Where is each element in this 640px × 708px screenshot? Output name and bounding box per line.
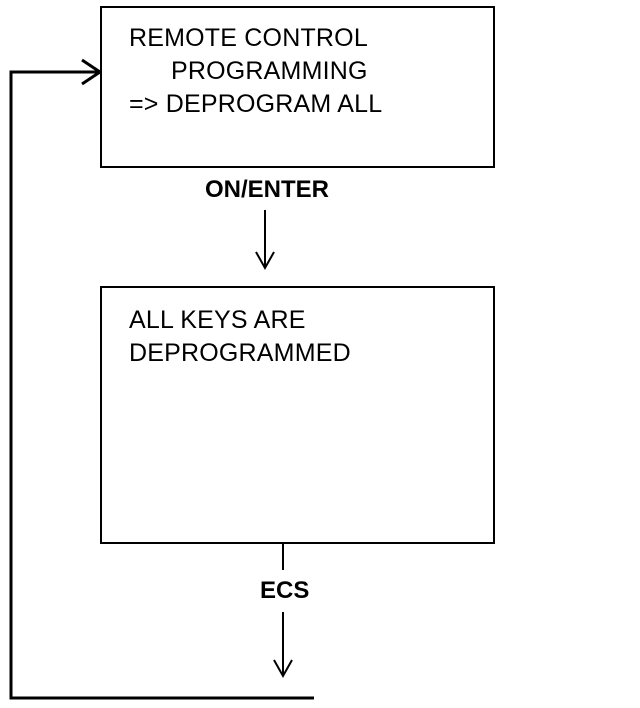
on-enter-key-label: ON/ENTER <box>205 176 330 203</box>
deprogrammed-screen-box <box>100 286 495 544</box>
ecs-arrowhead <box>273 659 293 679</box>
return-loop-line <box>9 70 314 700</box>
screen1-line1: REMOTE CONTROL <box>129 24 368 52</box>
enter-arrowhead <box>255 251 275 271</box>
screen2-line1: ALL KEYS ARE <box>129 306 306 334</box>
screen2-line2: DEPROGRAMMED <box>129 339 351 367</box>
programming-screen-box <box>100 6 495 168</box>
screen1-line3: => DEPROGRAM ALL <box>129 90 383 118</box>
ecs-key-label: ECS <box>260 577 310 604</box>
screen1-line2: PROGRAMMING <box>171 57 368 85</box>
